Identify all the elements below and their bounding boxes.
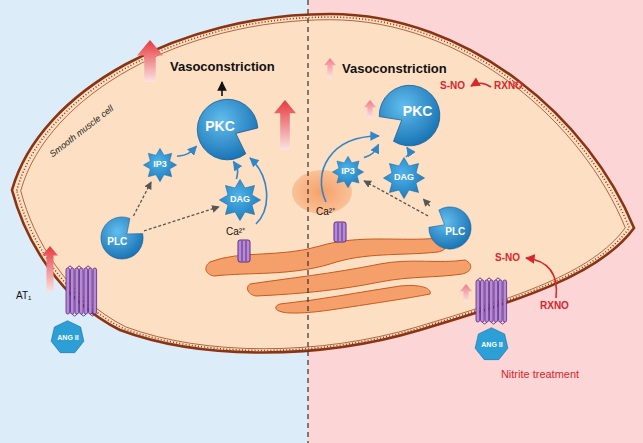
ion-label: Ca²⁺ bbox=[226, 226, 245, 238]
activation-arrow bbox=[133, 182, 151, 216]
messenger-star bbox=[219, 179, 260, 220]
at1-receptor bbox=[93, 268, 97, 314]
signal-curve bbox=[177, 146, 196, 156]
at1-receptor bbox=[66, 266, 97, 316]
at1-receptor bbox=[481, 280, 485, 322]
at1-receptor bbox=[89, 268, 93, 314]
calcium-channel bbox=[238, 222, 346, 262]
endoplasmic-reticulum bbox=[276, 285, 430, 313]
plc-enzyme: PLC bbox=[100, 216, 144, 260]
calcium-channel bbox=[338, 223, 339, 241]
angiotensin-ligand: ANG II bbox=[474, 327, 509, 362]
activation-arrow bbox=[222, 82, 223, 96]
effect-label: Vasoconstriction bbox=[170, 60, 275, 75]
enzyme-shape bbox=[101, 217, 143, 259]
signal-curve bbox=[233, 162, 237, 179]
at1-receptor bbox=[485, 280, 489, 322]
calcium-path bbox=[250, 136, 379, 224]
increase-arrow bbox=[460, 284, 472, 302]
calcium-channel bbox=[342, 223, 343, 241]
effect-label: Vasoconstriction bbox=[342, 62, 447, 77]
angiotensin-ligand: ANG II bbox=[50, 320, 85, 355]
at1-receptor bbox=[499, 280, 503, 322]
plc-enzyme: PLC bbox=[428, 206, 472, 250]
pkc-enzyme: PKC bbox=[378, 84, 441, 147]
node-label: PLC bbox=[445, 226, 465, 237]
at1-receptor bbox=[66, 268, 70, 314]
node-label: IP3 bbox=[341, 167, 355, 177]
node-label: PKC bbox=[403, 104, 433, 119]
pkc-enzyme: PKC bbox=[196, 98, 259, 161]
signal-curve bbox=[406, 148, 409, 157]
cell-membrane bbox=[21, 20, 626, 349]
activation-arrow bbox=[221, 82, 223, 96]
node-label: ANG II bbox=[481, 341, 502, 349]
increase-arrow bbox=[364, 100, 376, 118]
activation-arrow bbox=[423, 199, 429, 206]
cell-membrane bbox=[17, 17, 630, 350]
treatment-label: Nitrite treatment bbox=[500, 368, 580, 381]
at1-receptor bbox=[80, 268, 84, 314]
signal-curve bbox=[364, 145, 378, 158]
ip3-messenger: IP3 bbox=[143, 148, 177, 182]
calcium-path bbox=[250, 158, 267, 224]
cell-outline bbox=[12, 14, 634, 353]
calcium-channel bbox=[334, 222, 346, 242]
at1-receptor bbox=[75, 268, 79, 314]
donor-label: RXNO bbox=[494, 80, 523, 92]
divider bbox=[307, 0, 308, 443]
endoplasmic-reticulum bbox=[206, 238, 471, 313]
at1-receptor bbox=[71, 268, 75, 314]
messenger-star bbox=[143, 148, 176, 181]
ligand-heptagon bbox=[52, 321, 85, 353]
at1-receptor bbox=[490, 280, 494, 322]
ion-label: Ca²⁺ bbox=[316, 206, 335, 218]
nitrosylation-arrow bbox=[526, 258, 556, 298]
divider bbox=[308, 0, 309, 443]
dag-messenger: DAG bbox=[383, 157, 425, 199]
increase-arrow bbox=[274, 100, 296, 150]
ip3-messenger: IP3 bbox=[332, 156, 364, 188]
dag-messenger: DAG bbox=[219, 179, 261, 221]
increase-arrow bbox=[137, 40, 163, 82]
at1-receptor bbox=[476, 278, 507, 324]
node-label: ANG II bbox=[57, 334, 78, 342]
increase-arrow bbox=[42, 40, 472, 302]
activation-arrow bbox=[364, 181, 428, 216]
activation-arrow bbox=[144, 207, 219, 231]
ligand-heptagon bbox=[476, 328, 509, 360]
calcium-channel bbox=[242, 241, 243, 261]
at1-receptor bbox=[476, 280, 480, 322]
node-label: PLC bbox=[107, 236, 127, 247]
increase-arrow bbox=[324, 58, 336, 78]
node-label: IP3 bbox=[153, 160, 167, 170]
node-label: DAG bbox=[230, 195, 250, 205]
calcium-channel bbox=[238, 240, 250, 262]
node-label: DAG bbox=[394, 173, 414, 183]
calcium-channel bbox=[246, 241, 247, 261]
enzyme-shape bbox=[380, 86, 441, 147]
receptor-label: AT₁ bbox=[16, 290, 31, 302]
donor-label: RXNO bbox=[540, 300, 569, 312]
enzyme-shape bbox=[429, 207, 471, 249]
nitrosylation-arrow bbox=[471, 83, 491, 87]
endoplasmic-reticulum bbox=[248, 260, 471, 296]
at1-receptor bbox=[84, 268, 88, 314]
modification-label: S-NO bbox=[440, 80, 465, 92]
nitrosylation-arrow bbox=[471, 83, 556, 298]
messenger-star bbox=[332, 156, 363, 187]
increase-arrow bbox=[42, 246, 58, 292]
at1-receptor bbox=[503, 280, 507, 322]
at1-receptor bbox=[66, 266, 507, 324]
calcium-path bbox=[321, 136, 379, 202]
node-label: PKC bbox=[205, 119, 235, 134]
messenger-star bbox=[383, 157, 424, 198]
enzyme-shape bbox=[198, 100, 259, 161]
at1-receptor bbox=[494, 280, 498, 322]
modification-label: S-NO bbox=[495, 252, 520, 264]
